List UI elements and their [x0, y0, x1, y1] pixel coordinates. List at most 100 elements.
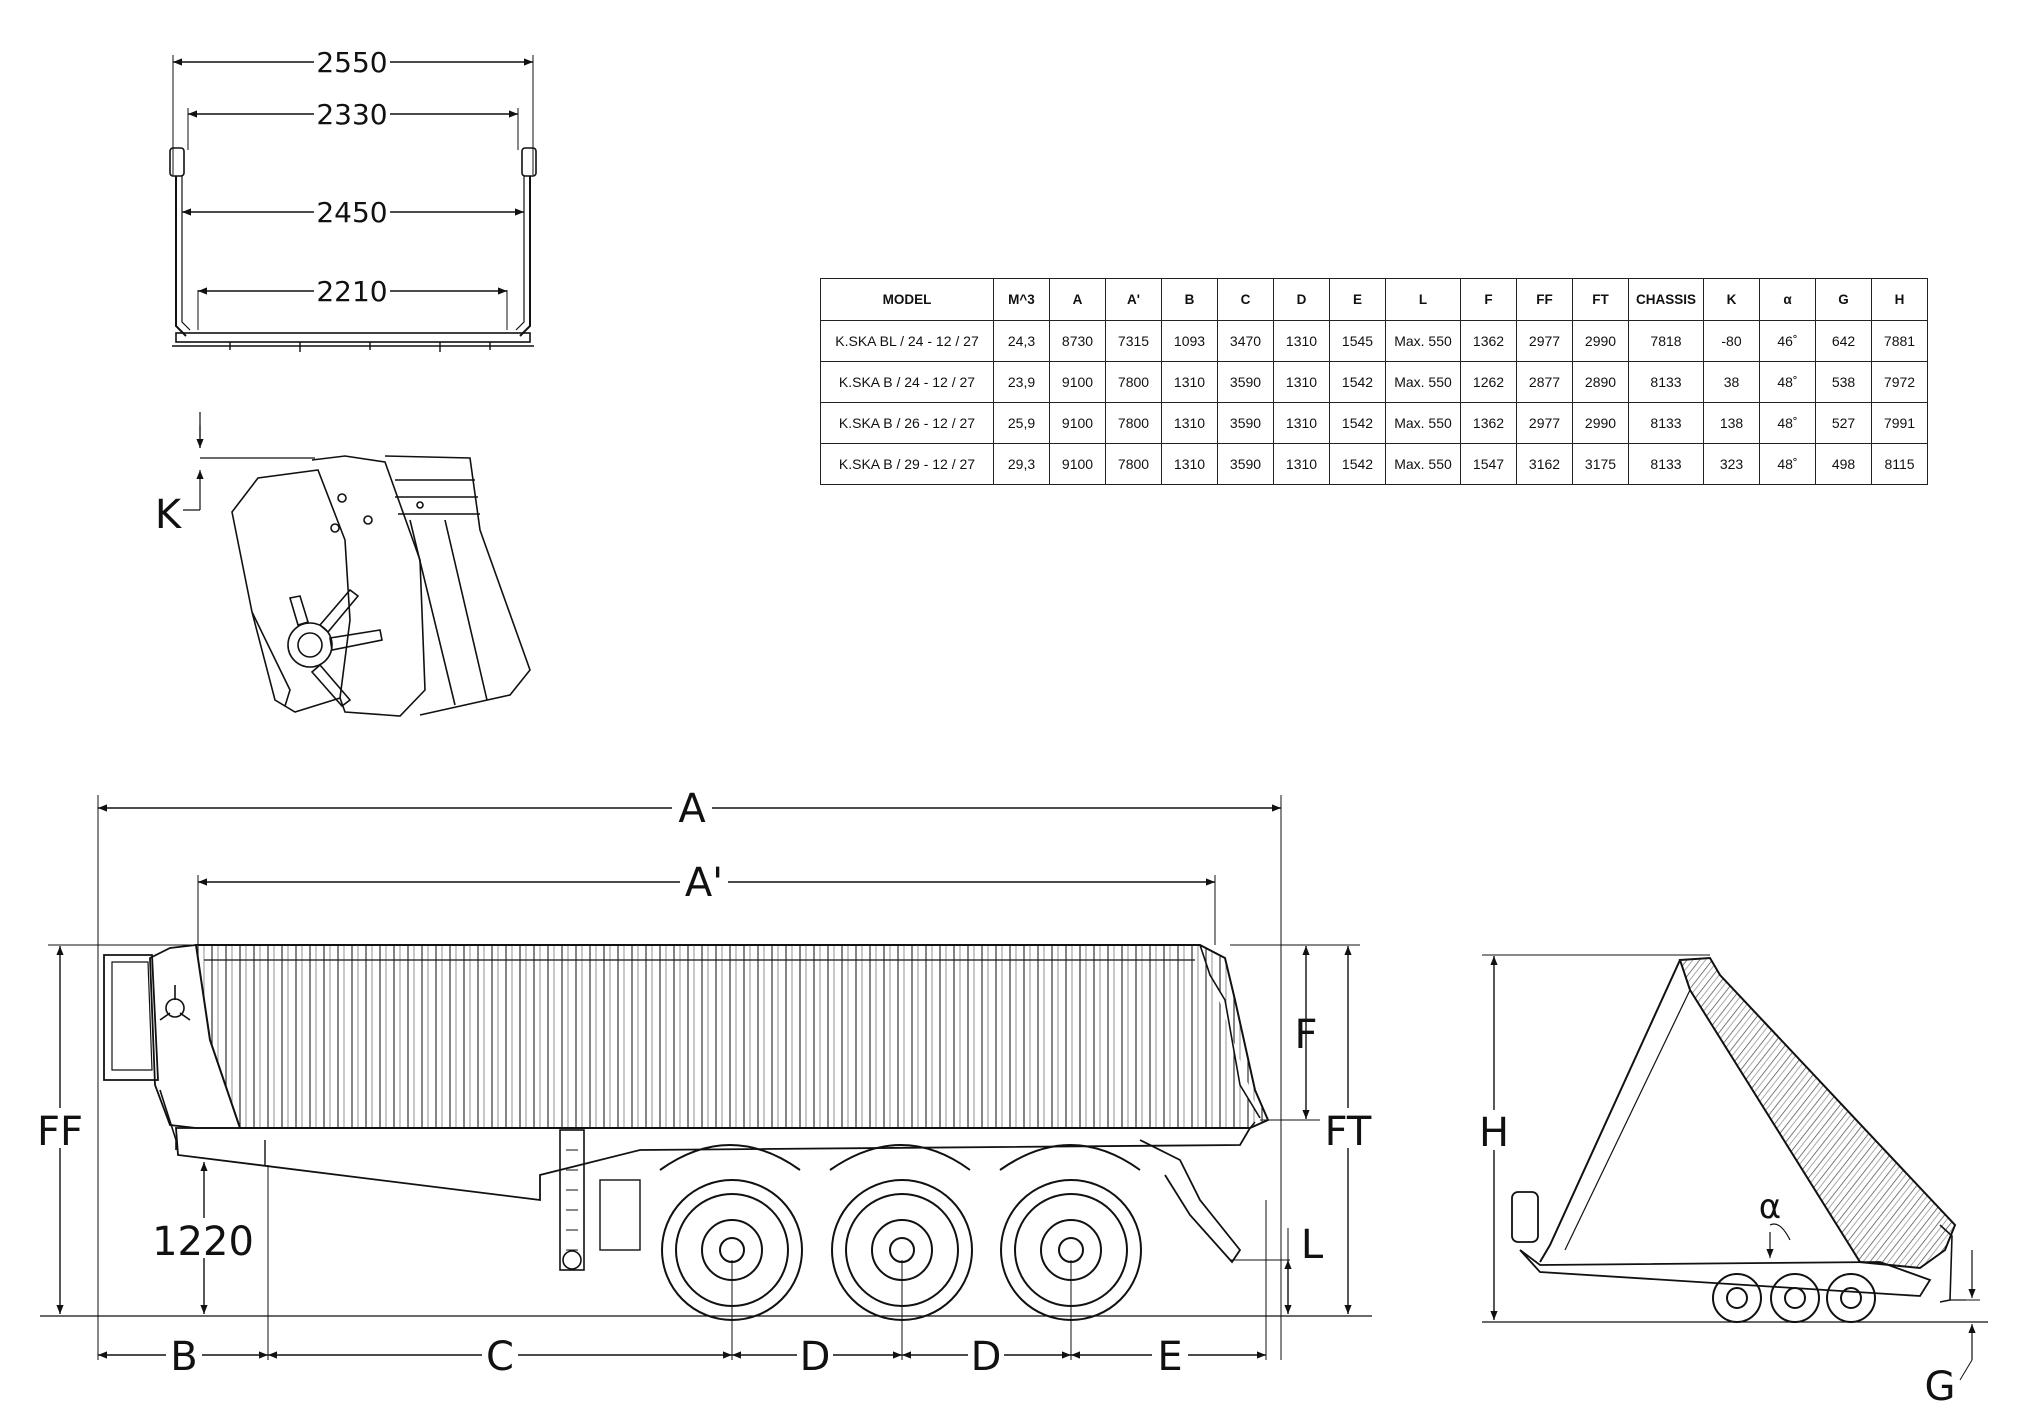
cell-model: K.SKA B / 26 - 12 / 27	[820, 402, 994, 444]
dim-g: G	[1925, 1364, 1956, 1410]
header-chassis: CHASSIS	[1628, 278, 1704, 321]
cell: 1542	[1329, 402, 1386, 444]
dim-d-2: D	[971, 1334, 1002, 1380]
header-alpha: α	[1759, 278, 1816, 321]
cell: 1310	[1161, 361, 1218, 403]
cell: 8133	[1628, 443, 1704, 485]
tailgate-detail-view	[183, 412, 531, 717]
dim-1220: 1220	[152, 1219, 254, 1265]
cell: 1362	[1460, 320, 1517, 362]
header-k: K	[1703, 278, 1760, 321]
side-view-labels: A A' F FF FT 1220 L B C D D E	[37, 786, 1376, 1380]
dim-a-prime: A'	[685, 860, 723, 906]
cell: 1310	[1273, 361, 1330, 403]
header-f: F	[1460, 278, 1517, 321]
cell: 7315	[1105, 320, 1162, 362]
cell: Max. 550	[1385, 443, 1461, 485]
cell: 9100	[1049, 402, 1106, 444]
tipping-view	[1482, 954, 1988, 1381]
cell-model: K.SKA BL / 24 - 12 / 27	[820, 320, 994, 362]
table-row: K.SKA BL / 24 - 12 / 27 24,3 8730 7315 1…	[820, 320, 1928, 362]
cell: 138	[1703, 402, 1760, 444]
table-row: K.SKA B / 29 - 12 / 27 29,3 9100 7800 13…	[820, 443, 1928, 485]
cell: 2977	[1516, 402, 1573, 444]
cell: 527	[1815, 402, 1872, 444]
dim-2330: 2330	[316, 98, 387, 131]
dim-2550: 2550	[316, 46, 387, 79]
cell: Max. 550	[1385, 320, 1461, 362]
cell: Max. 550	[1385, 402, 1461, 444]
dim-f: F	[1294, 1012, 1317, 1058]
header-g: G	[1815, 278, 1872, 321]
dim-b: B	[170, 1334, 197, 1380]
cell: 2990	[1572, 402, 1629, 444]
tipping-view-labels: H α G	[1474, 1110, 1956, 1410]
cell: 2977	[1516, 320, 1573, 362]
dim-2210: 2210	[316, 275, 387, 308]
cell: 46˚	[1759, 320, 1816, 362]
cell: -80	[1703, 320, 1760, 362]
cell: 3590	[1217, 443, 1274, 485]
header-b: B	[1161, 278, 1218, 321]
cell: 48˚	[1759, 361, 1816, 403]
header-l: L	[1385, 278, 1461, 321]
cell: 7800	[1105, 443, 1162, 485]
cell: 1542	[1329, 361, 1386, 403]
cell: 25,9	[993, 402, 1050, 444]
cell: 48˚	[1759, 443, 1816, 485]
header-a-prime: A'	[1105, 278, 1162, 321]
table-row: K.SKA B / 26 - 12 / 27 25,9 9100 7800 13…	[820, 402, 1928, 444]
cell: 29,3	[993, 443, 1050, 485]
dim-e: E	[1157, 1334, 1182, 1380]
cell: 3470	[1217, 320, 1274, 362]
dim-alpha: α	[1759, 1187, 1781, 1227]
cell: 3162	[1516, 443, 1573, 485]
cell: 3175	[1572, 443, 1629, 485]
header-volume: M^3	[993, 278, 1050, 321]
dim-a: A	[678, 786, 706, 832]
dim-ff: FF	[37, 1109, 83, 1155]
header-d: D	[1273, 278, 1330, 321]
header-c: C	[1217, 278, 1274, 321]
dim-k: K	[155, 492, 183, 538]
cell: 1310	[1273, 443, 1330, 485]
specifications-table: MODEL M^3 A A' B C D E L F FF FT CHASSIS…	[820, 278, 1928, 485]
dim-h: H	[1479, 1110, 1509, 1156]
cell-model: K.SKA B / 24 - 12 / 27	[820, 361, 994, 403]
cell: Max. 550	[1385, 361, 1461, 403]
cell: 1262	[1460, 361, 1517, 403]
header-ff: FF	[1516, 278, 1573, 321]
dim-2450: 2450	[316, 196, 387, 229]
cell: 8133	[1628, 402, 1704, 444]
cell: 1362	[1460, 402, 1517, 444]
cell: 7800	[1105, 402, 1162, 444]
cell: 8133	[1628, 361, 1704, 403]
cell: 38	[1703, 361, 1760, 403]
dim-ft: FT	[1325, 1109, 1372, 1155]
cell: 1542	[1329, 443, 1386, 485]
cell: 7800	[1105, 361, 1162, 403]
header-h: H	[1871, 278, 1928, 321]
cell: 2890	[1572, 361, 1629, 403]
cell: 1310	[1273, 402, 1330, 444]
cell: 538	[1815, 361, 1872, 403]
cell: 1545	[1329, 320, 1386, 362]
cell: 48˚	[1759, 402, 1816, 444]
table-row: K.SKA B / 24 - 12 / 27 23,9 9100 7800 13…	[820, 361, 1928, 403]
cell: 7972	[1871, 361, 1928, 403]
rear-section-dimension-labels: 2550 2330 2450 2210	[314, 46, 390, 308]
cell: 7881	[1871, 320, 1928, 362]
cell: 1310	[1273, 320, 1330, 362]
dim-d-1: D	[800, 1334, 831, 1380]
cell: 23,9	[993, 361, 1050, 403]
cell: 1310	[1161, 443, 1218, 485]
dim-l: L	[1301, 1222, 1324, 1268]
cell: 7991	[1871, 402, 1928, 444]
cell: 2877	[1516, 361, 1573, 403]
table-header-row: MODEL M^3 A A' B C D E L F FF FT CHASSIS…	[820, 278, 1928, 321]
header-model: MODEL	[820, 278, 994, 321]
dim-c: C	[486, 1334, 514, 1380]
cell: 9100	[1049, 443, 1106, 485]
cell-model: K.SKA B / 29 - 12 / 27	[820, 443, 994, 485]
